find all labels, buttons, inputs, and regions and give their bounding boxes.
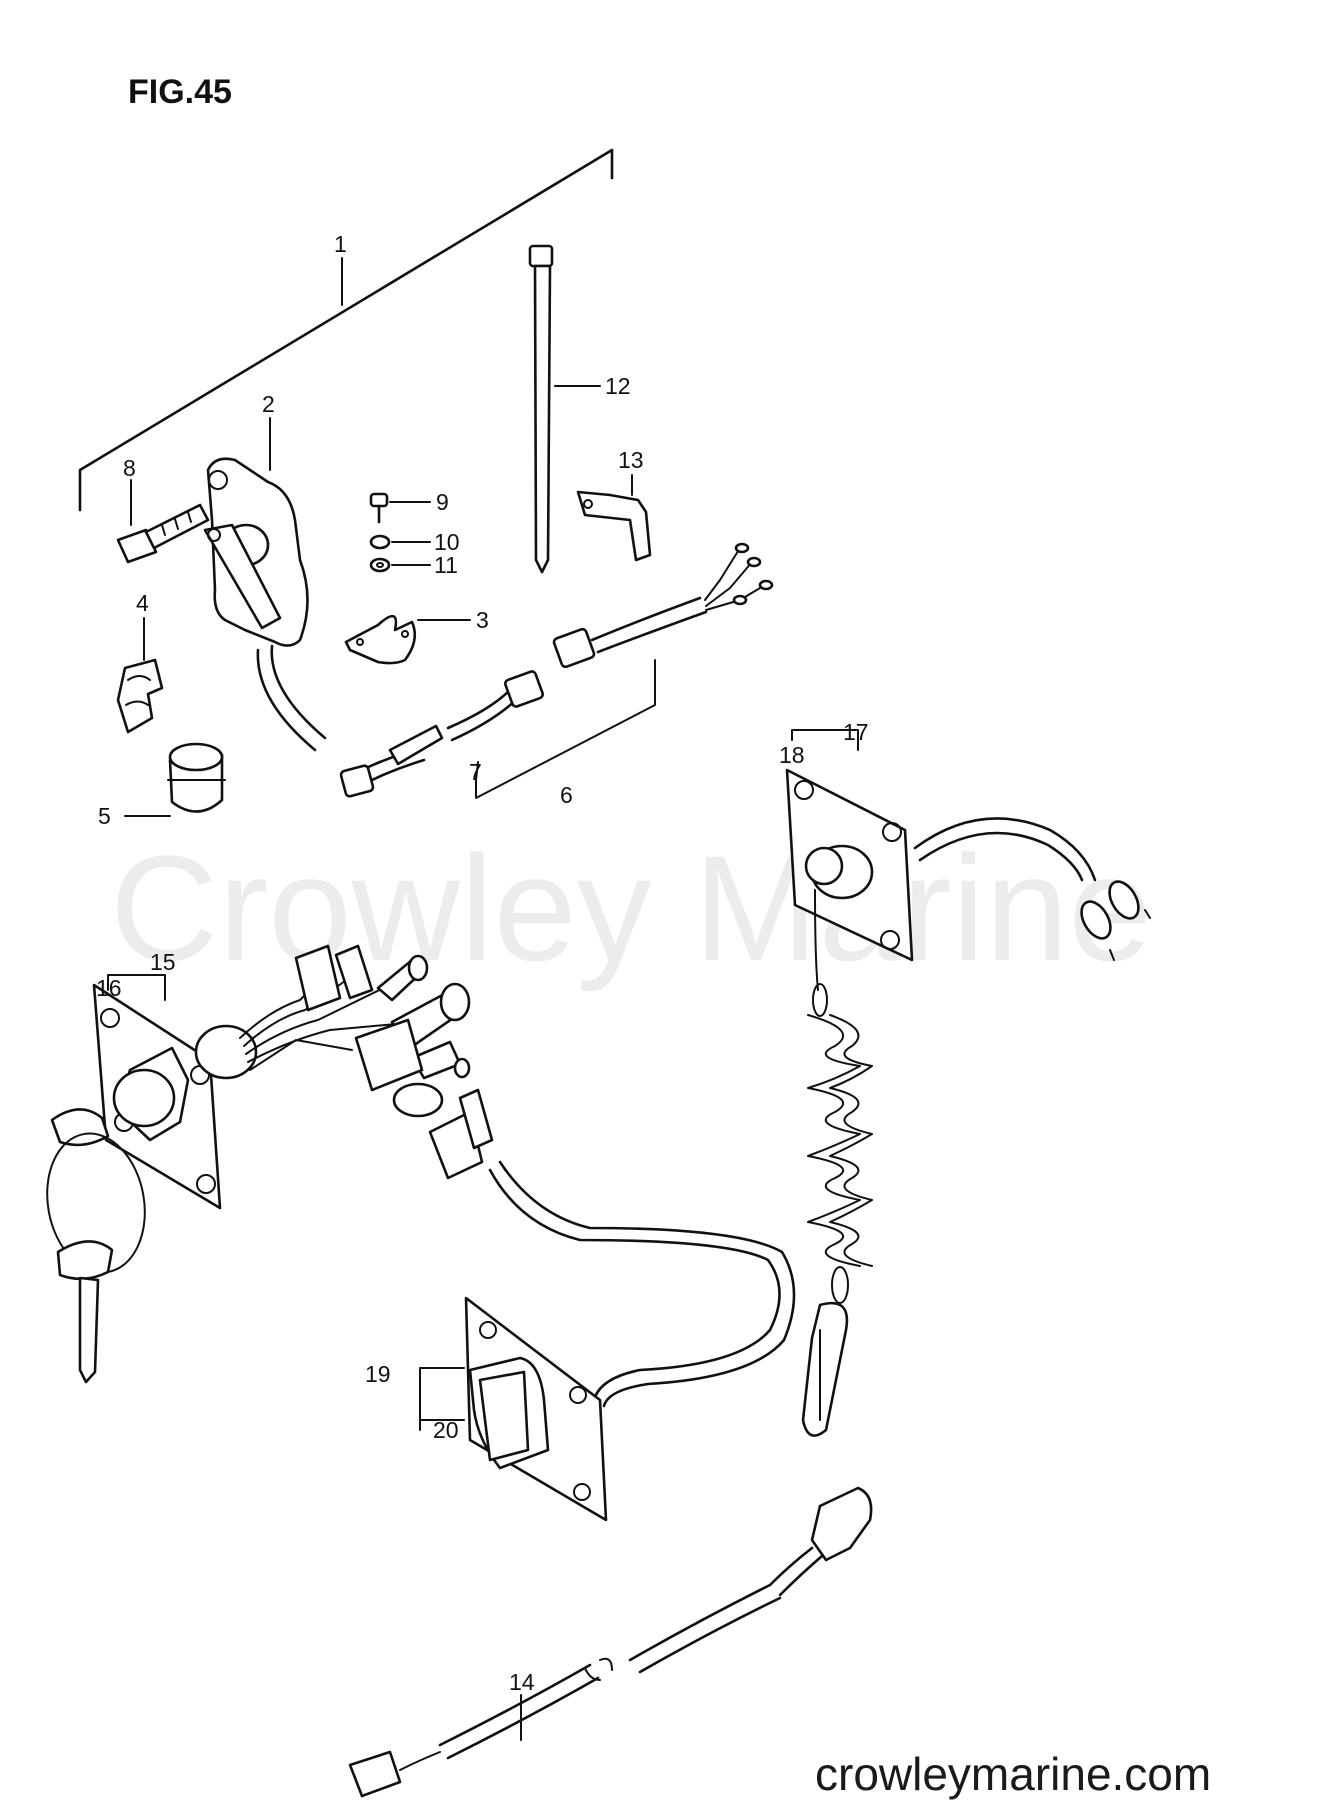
callout-5: 5 — [98, 803, 111, 829]
part-11-washer — [369, 557, 431, 573]
callout-14: 14 — [509, 1669, 535, 1695]
callout-12: 12 — [605, 373, 631, 399]
callout-11: 11 — [434, 552, 458, 578]
website-url: crowleymarine.com — [815, 1748, 1211, 1800]
callout-19: 19 — [365, 1361, 391, 1387]
figure-title: FIG.45 — [128, 73, 232, 111]
callout-8: 8 — [123, 455, 136, 481]
part-15-ignition-switch — [46, 944, 494, 1384]
part-14-extension-harness — [348, 1486, 873, 1798]
assembly-1-bracket — [78, 148, 614, 512]
callout-10: 10 — [434, 529, 460, 555]
callout-3: 3 — [476, 607, 489, 633]
part-9-screw — [369, 492, 431, 524]
part-4-clip — [116, 617, 164, 734]
part-2-sensor — [203, 417, 327, 752]
callout-7: 7 — [469, 759, 482, 785]
part-13-bracket — [576, 474, 652, 562]
callout-9: 9 — [436, 489, 449, 515]
callout-2: 2 — [262, 391, 275, 417]
callout-4: 4 — [136, 590, 149, 616]
part-17-stop-switch — [785, 729, 1151, 1437]
part-12-cable-tie — [528, 244, 601, 574]
callout-18: 18 — [779, 742, 805, 768]
callout-13: 13 — [618, 447, 644, 473]
part-7-cable — [388, 724, 479, 793]
part-5-grommet — [124, 742, 226, 817]
callout-16: 16 — [96, 975, 122, 1001]
callout-1: 1 — [334, 231, 347, 257]
part-8-bolt — [116, 479, 210, 564]
callout-20: 20 — [433, 1417, 459, 1443]
part-10-washer — [369, 534, 431, 550]
callout-17: 17 — [843, 719, 869, 745]
watermark: Crowley Marine — [110, 824, 1152, 992]
part-6-harness — [339, 542, 774, 799]
callout-6: 6 — [560, 782, 573, 808]
part-19-push-switch — [419, 1160, 796, 1522]
callout-15: 15 — [150, 949, 176, 975]
part-3-clamp — [344, 614, 471, 665]
